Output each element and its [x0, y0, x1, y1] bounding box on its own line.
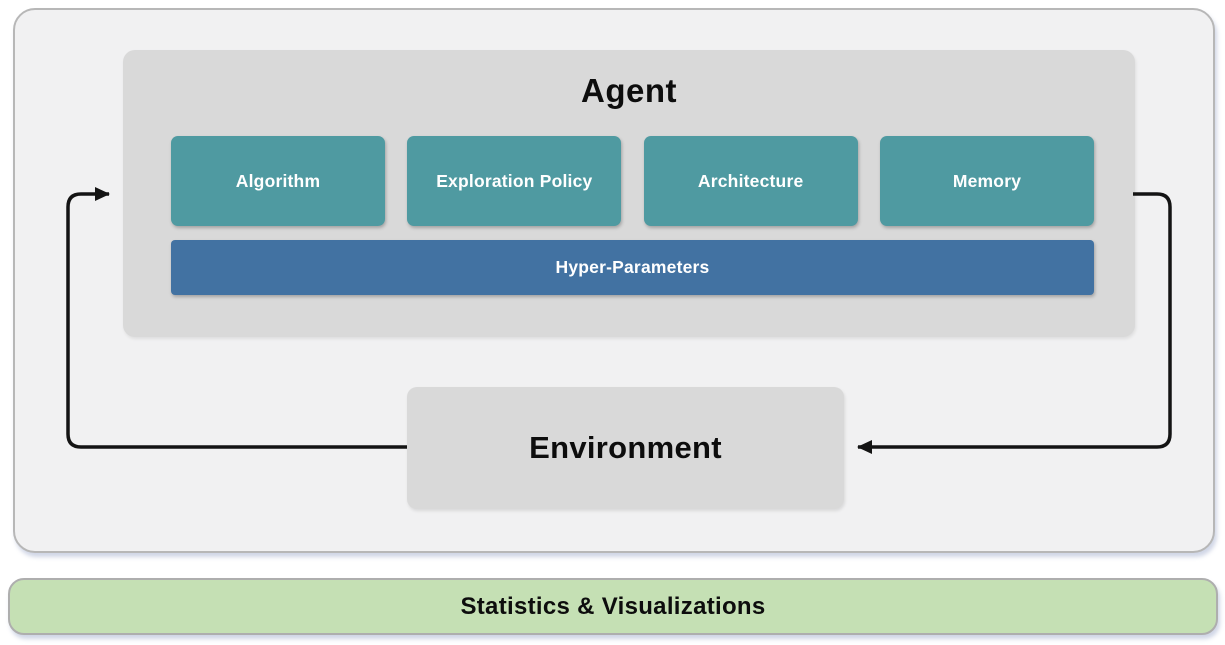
statistics-visualizations-bar: Statistics & Visualizations	[8, 578, 1218, 635]
component-exploration-policy: Exploration Policy	[407, 136, 622, 226]
training-loop-panel: Agent Algorithm Exploration Policy Archi…	[13, 8, 1215, 553]
agent-components-row: Algorithm Exploration Policy Architectur…	[171, 136, 1094, 226]
agent-box: Agent Algorithm Exploration Policy Archi…	[123, 50, 1135, 337]
environment-box: Environment	[407, 387, 844, 509]
component-architecture: Architecture	[643, 136, 858, 226]
agent-title: Agent	[581, 72, 677, 109]
hyper-parameters-bar: Hyper-Parameters	[171, 240, 1094, 295]
component-memory: Memory	[879, 136, 1094, 226]
component-algorithm: Algorithm	[171, 136, 385, 226]
